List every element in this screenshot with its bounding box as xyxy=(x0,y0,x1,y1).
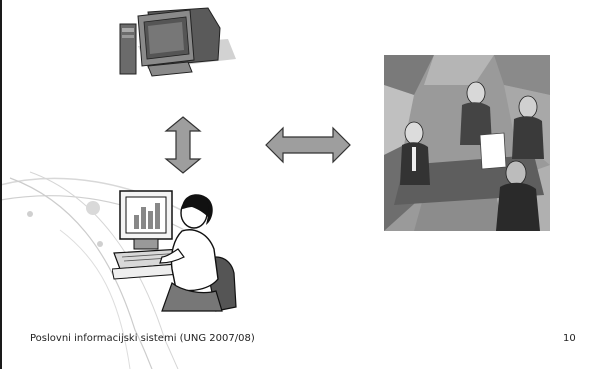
up-down-arrow xyxy=(164,116,202,174)
computer-clipart xyxy=(119,7,236,77)
left-right-arrow xyxy=(265,126,351,164)
business-meeting-clipart xyxy=(384,55,550,231)
slide-footer: Poslovni informacijski sistemi (UNG 2007… xyxy=(30,333,255,344)
woman-at-computer-clipart xyxy=(112,190,237,312)
page-number: 10 xyxy=(563,333,576,344)
slide-left-border xyxy=(0,0,2,369)
